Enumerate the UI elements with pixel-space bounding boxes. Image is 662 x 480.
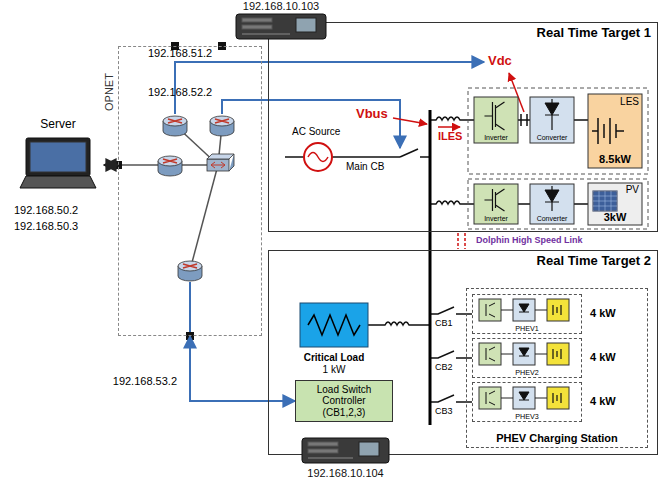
converter-box: Converter xyxy=(530,97,574,143)
power-rating: 4 kW xyxy=(590,395,616,408)
battery-box: LES 8.5kW xyxy=(588,94,642,168)
node-text: Critical Load xyxy=(294,352,374,364)
node-text: Inverter xyxy=(474,134,518,142)
inverter-box: Inverter xyxy=(474,184,518,224)
rack-server: 192.168.10.103 xyxy=(232,0,330,42)
load-box: Critical Load1 kW xyxy=(294,303,374,375)
node-text: LES xyxy=(591,96,639,108)
pv-box: PV 3kW xyxy=(588,183,642,225)
node-text: Real Time Target 2 xyxy=(275,254,651,269)
breaker-label: Main CB xyxy=(346,161,384,173)
charging-station: PHEV Charging Station PHEV1PHEV2PHEV3 xyxy=(466,288,648,448)
node-text: 192.168.10.103 xyxy=(232,0,330,13)
ip-address: 192.168.53.2 xyxy=(112,375,178,388)
ip-address: 192.168.50.2 xyxy=(14,204,78,217)
breaker-label: CB1 xyxy=(435,318,453,328)
node-text: OPNET xyxy=(103,73,116,111)
vehicle-box: PHEV2 xyxy=(472,338,582,378)
inverter-box: Inverter xyxy=(474,97,518,143)
node-text: Load Switch Controller (CB1,2,3) xyxy=(300,384,388,419)
node-text: 8.5kW xyxy=(591,153,639,166)
vehicle-box: PHEV1 xyxy=(472,294,582,334)
vehicle-box: PHEV3 xyxy=(472,382,582,422)
node-text: 3kW xyxy=(591,211,639,224)
node-text: PHEV2 xyxy=(473,369,581,377)
signal-name: Vbus xyxy=(356,107,388,122)
ip-address: 192.168.52.2 xyxy=(148,86,212,99)
node-text: 192.168.10.104 xyxy=(298,467,393,480)
node-text: PHEV3 xyxy=(473,413,581,421)
source-label: AC Source xyxy=(292,126,340,138)
rack-server: 192.168.10.104 xyxy=(298,436,393,480)
power-rating: 4 kW xyxy=(590,307,616,320)
node-text: Server xyxy=(12,118,104,132)
converter-box: Converter xyxy=(530,184,574,224)
network-link xyxy=(190,336,295,401)
power-rating: 4 kW xyxy=(590,351,616,364)
network-link xyxy=(104,164,118,166)
node-text: PHEV1 xyxy=(473,325,581,333)
breaker-label: CB3 xyxy=(435,406,453,416)
laptop-server: Server xyxy=(12,118,104,196)
ip-address: 192.168.51.2 xyxy=(148,47,212,60)
node-text: PV xyxy=(591,184,639,196)
node-text: Converter xyxy=(530,134,574,142)
link-label: Dolphin High Speed Link xyxy=(476,235,583,245)
breaker-label: CB2 xyxy=(435,362,453,372)
node-text: PHEV Charging Station xyxy=(469,432,645,445)
node-text: Converter xyxy=(530,215,574,223)
node-text: 1 kW xyxy=(294,364,374,376)
ip-address: 192.168.50.3 xyxy=(14,220,78,233)
node-text: Inverter xyxy=(474,215,518,223)
signal-name: ILES xyxy=(438,130,462,143)
node-text: Real Time Target 1 xyxy=(275,26,651,41)
controller-box: Load Switch Controller (CB1,2,3) xyxy=(295,380,393,422)
signal-name: Vdc xyxy=(488,54,512,69)
